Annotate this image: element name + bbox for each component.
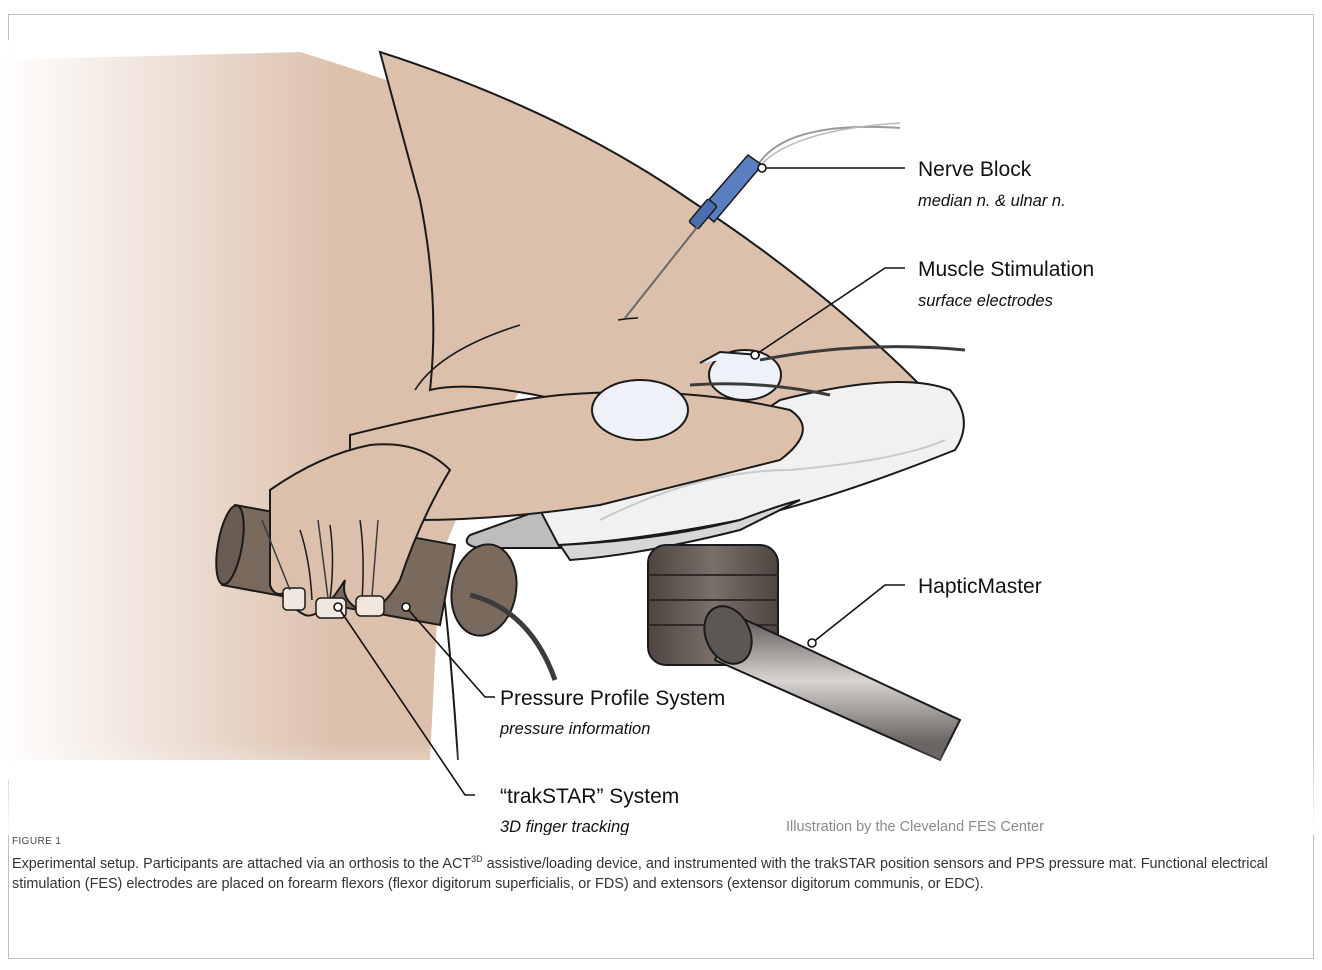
label-muscle-stimulation-title: Muscle Stimulation — [918, 258, 1094, 281]
label-pressure-profile-title: Pressure Profile System — [500, 687, 725, 710]
label-muscle-stimulation-subtitle: surface electrodes — [918, 292, 1053, 310]
caption-text: Experimental setup. Participants are att… — [12, 854, 1307, 894]
illustration: Nerve Block median n. & ulnar n. Muscle … — [0, 0, 1322, 835]
label-pressure-profile-subtitle: pressure information — [499, 720, 650, 738]
illustration-credit: Illustration by the Cleveland FES Center — [786, 819, 1044, 835]
label-trakstar-title: “trakSTAR” System — [500, 785, 679, 808]
figure-caption: FIGURE 1 Experimental setup. Participant… — [12, 836, 1307, 894]
figure-label: FIGURE 1 — [12, 836, 1307, 847]
label-trakstar-subtitle: 3D finger tracking — [500, 818, 630, 835]
caption-text-part1: Experimental setup. Participants are att… — [12, 856, 471, 872]
label-nerve-block-title: Nerve Block — [918, 158, 1032, 181]
caption-superscript: 3D — [471, 854, 483, 864]
label-nerve-block-subtitle: median n. & ulnar n. — [918, 192, 1066, 210]
label-haptic-master-title: HapticMaster — [918, 575, 1042, 598]
